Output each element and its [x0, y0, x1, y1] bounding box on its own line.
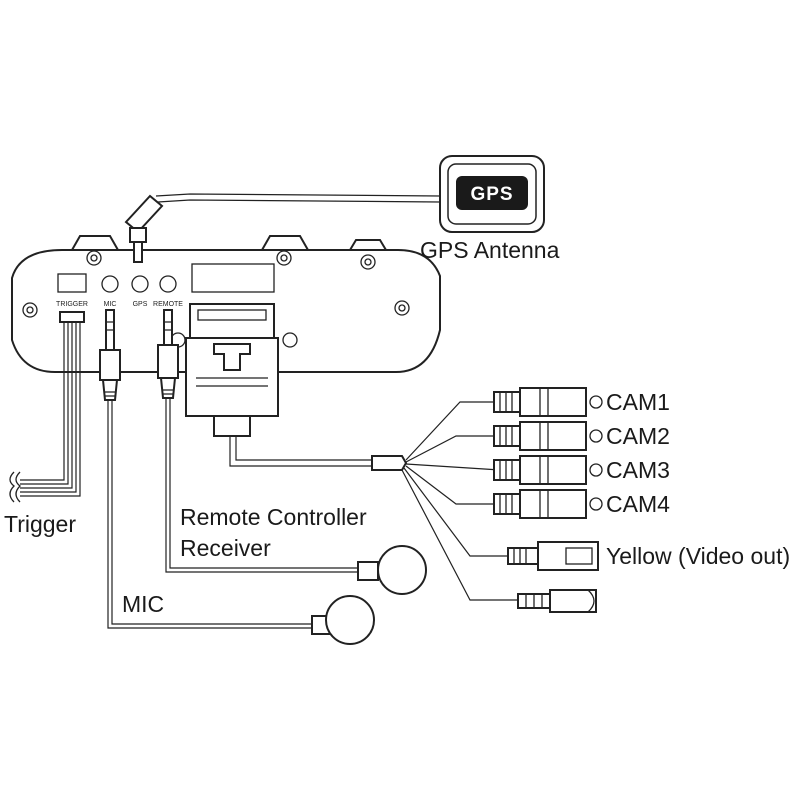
gps-jack: [131, 275, 149, 293]
camera-harness-connector: [185, 303, 408, 471]
mic-cable: [99, 309, 375, 645]
trigger-label: Trigger: [4, 511, 76, 537]
gps-antenna-label: GPS Antenna: [420, 237, 560, 263]
indicator-ring: [282, 332, 298, 348]
remote-receiver-puck: [377, 545, 427, 595]
cam2-label: CAM2: [606, 423, 670, 449]
remote-jack: [159, 275, 177, 293]
display-window: [191, 263, 275, 293]
remote-label-line2: Receiver: [180, 535, 271, 561]
harness-splitter: [371, 455, 408, 471]
mic-jack: [101, 275, 119, 293]
screw-hole: [360, 254, 376, 270]
mic-puck: [325, 595, 375, 645]
gps-antenna: GPS: [439, 155, 545, 233]
cam-connector: [493, 421, 603, 451]
gps-port-label: GPS: [133, 301, 148, 308]
video-out-label: Yellow (Video out): [606, 543, 790, 569]
mic-cable-label: MIC: [122, 591, 164, 617]
screw-hole: [86, 250, 102, 266]
screw-hole: [276, 250, 292, 266]
cam3-label: CAM3: [606, 457, 670, 483]
gps-cable: [124, 193, 441, 263]
video-out-connector: [507, 541, 599, 571]
dvr-unit: TRIGGER MIC GPS REMOTE: [11, 235, 441, 373]
trigger-port: [57, 273, 87, 293]
cam-connector: [493, 489, 603, 519]
remote-label-line1: Remote Controller: [180, 504, 367, 530]
trigger-harness: [9, 311, 85, 503]
gps-logo-text: GPS: [470, 184, 513, 205]
screw-hole: [22, 302, 38, 318]
trigger-port-label: TRIGGER: [56, 301, 88, 308]
cam1-label: CAM1: [606, 389, 670, 415]
screw-hole: [394, 300, 410, 316]
remote-port-label: REMOTE: [153, 301, 183, 308]
cam4-label: CAM4: [606, 491, 670, 517]
cam-connector: [493, 387, 603, 417]
aux-connector: [517, 589, 597, 613]
cam-connector: [493, 455, 603, 485]
camera-fanout: [401, 401, 520, 601]
mic-port-label: MIC: [104, 301, 117, 308]
remote-cable: [157, 309, 427, 595]
